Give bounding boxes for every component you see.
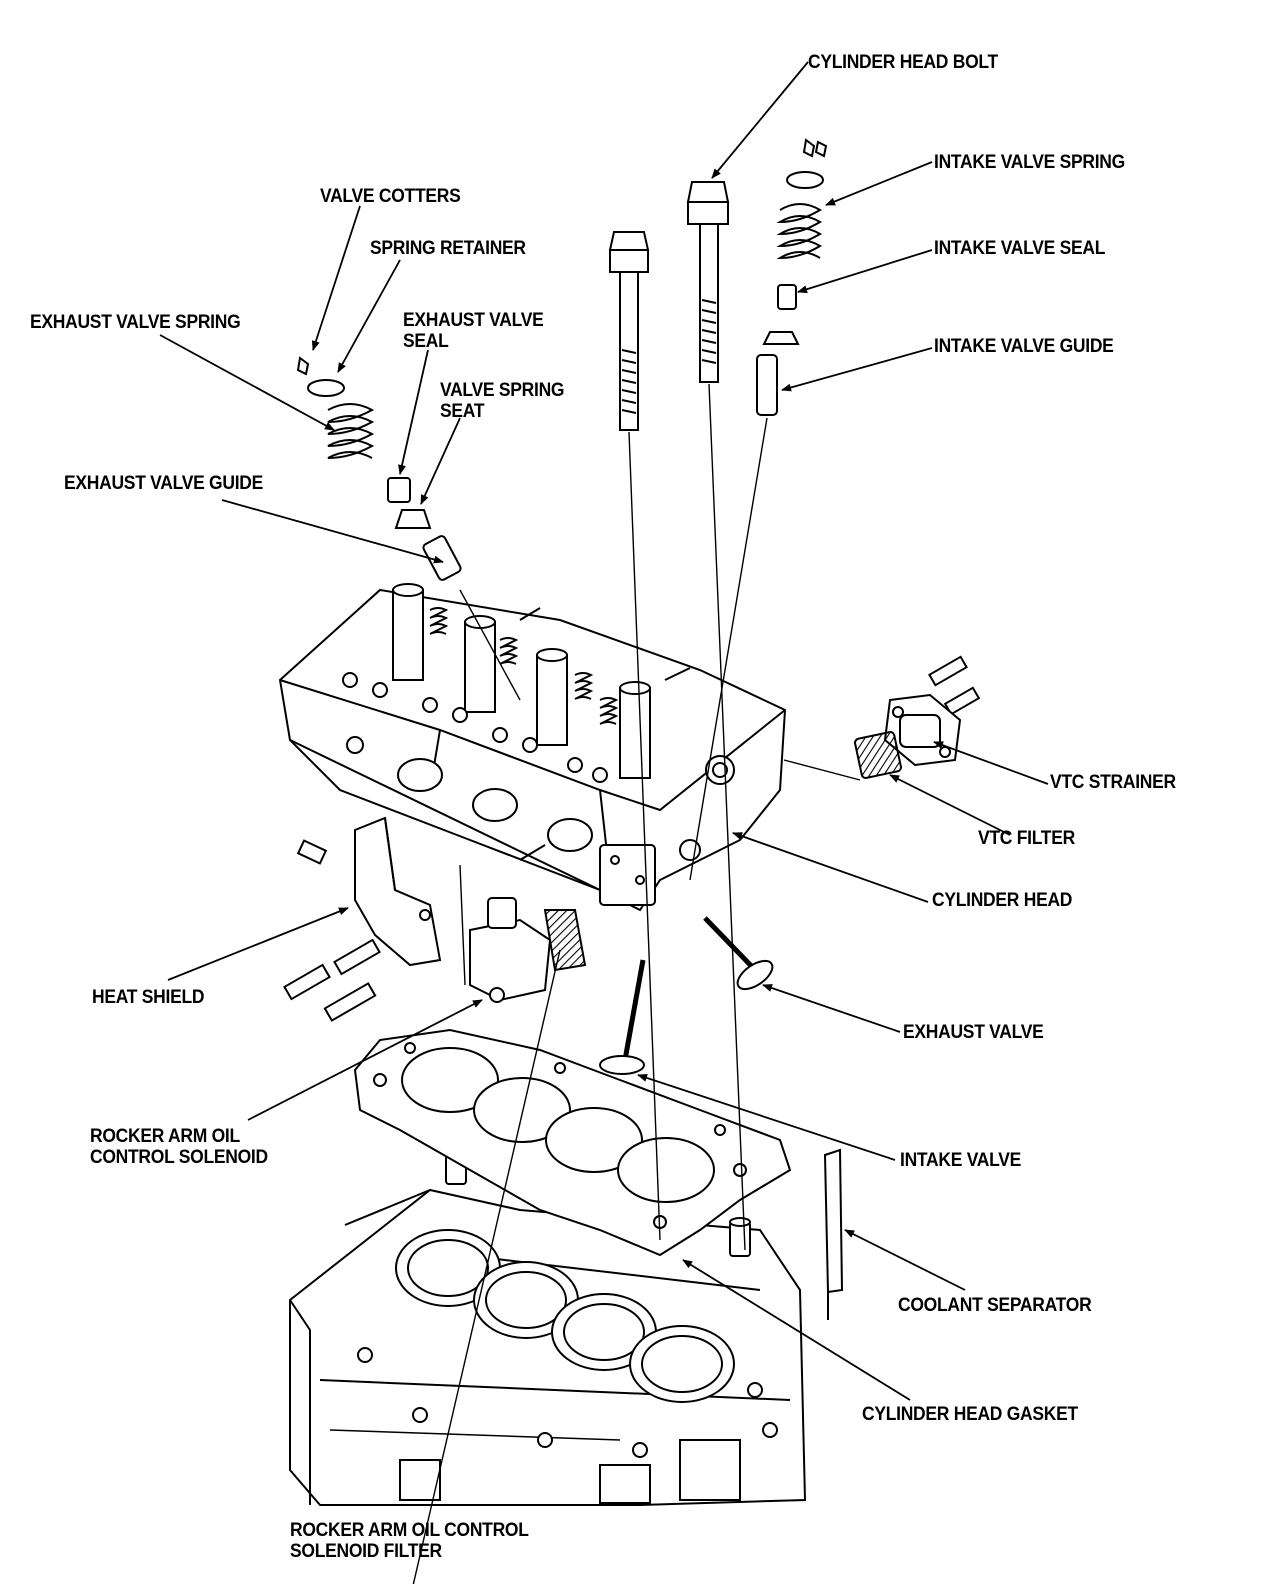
cylinder-head-gasket — [353, 1028, 792, 1257]
exhaust-valve-stack — [296, 356, 462, 581]
label-exhaust-valve-seal: EXHAUST VALVE SEAL — [403, 310, 544, 352]
label-solenoid-filter-line2: SOLENOID FILTER — [290, 1541, 442, 1562]
label-exhaust-valve-spring: EXHAUST VALVE SPRING — [30, 312, 241, 333]
label-rocker-arm-solenoid-line2: CONTROL SOLENOID — [90, 1147, 268, 1168]
coolant-separator — [823, 1148, 844, 1320]
label-intake-valve: INTAKE VALVE — [900, 1150, 1021, 1171]
engine-block — [289, 1188, 807, 1506]
label-cylinder-head: CYLINDER HEAD — [932, 890, 1073, 911]
cylinder-head — [278, 583, 787, 912]
label-coolant-separator: COOLANT SEPARATOR — [898, 1295, 1092, 1316]
alignment-lines — [412, 383, 861, 1584]
label-intake-valve-guide: INTAKE VALVE GUIDE — [934, 336, 1114, 357]
label-valve-spring-seat-line1: VALVE SPRING — [440, 380, 565, 401]
heat-shield — [283, 816, 442, 1022]
label-valve-cotters: VALVE COTTERS — [320, 186, 461, 207]
label-valve-spring-seat-line2: SEAT — [440, 401, 485, 422]
vtc-parts — [854, 655, 981, 779]
label-exhaust-valve-seal-line2: SEAL — [403, 331, 449, 352]
valves — [599, 916, 774, 1075]
label-rocker-arm-solenoid-line1: ROCKER ARM OIL — [90, 1126, 240, 1147]
leader-arrows — [159, 61, 1049, 1401]
label-spring-retainer: SPRING RETAINER — [370, 238, 526, 259]
label-heat-shield: HEAT SHIELD — [92, 987, 205, 1008]
rocker-arm-solenoid — [469, 897, 587, 1003]
label-exhaust-valve: EXHAUST VALVE — [903, 1022, 1044, 1043]
label-rocker-arm-oil-control-solenoid: ROCKER ARM OIL CONTROL SOLENOID — [90, 1126, 268, 1168]
label-cylinder-head-gasket: CYLINDER HEAD GASKET — [862, 1404, 1078, 1425]
label-cylinder-head-bolt: CYLINDER HEAD BOLT — [808, 52, 998, 73]
cylinder-head-bolts — [608, 181, 730, 431]
label-valve-spring-seat: VALVE SPRING SEAT — [440, 380, 565, 422]
label-rocker-arm-oil-control-solenoid-filter: ROCKER ARM OIL CONTROL SOLENOID FILTER — [290, 1520, 529, 1562]
label-intake-valve-seal: INTAKE VALVE SEAL — [934, 238, 1106, 259]
label-exhaust-valve-guide: EXHAUST VALVE GUIDE — [64, 473, 264, 494]
label-solenoid-filter-line1: ROCKER ARM OIL CONTROL — [290, 1520, 529, 1541]
label-exhaust-valve-seal-line1: EXHAUST VALVE — [403, 310, 544, 331]
label-intake-valve-spring: INTAKE VALVE SPRING — [934, 152, 1125, 173]
intake-valve-stack — [756, 138, 828, 416]
label-vtc-strainer: VTC STRAINER — [1050, 772, 1176, 793]
label-vtc-filter: VTC FILTER — [978, 828, 1075, 849]
